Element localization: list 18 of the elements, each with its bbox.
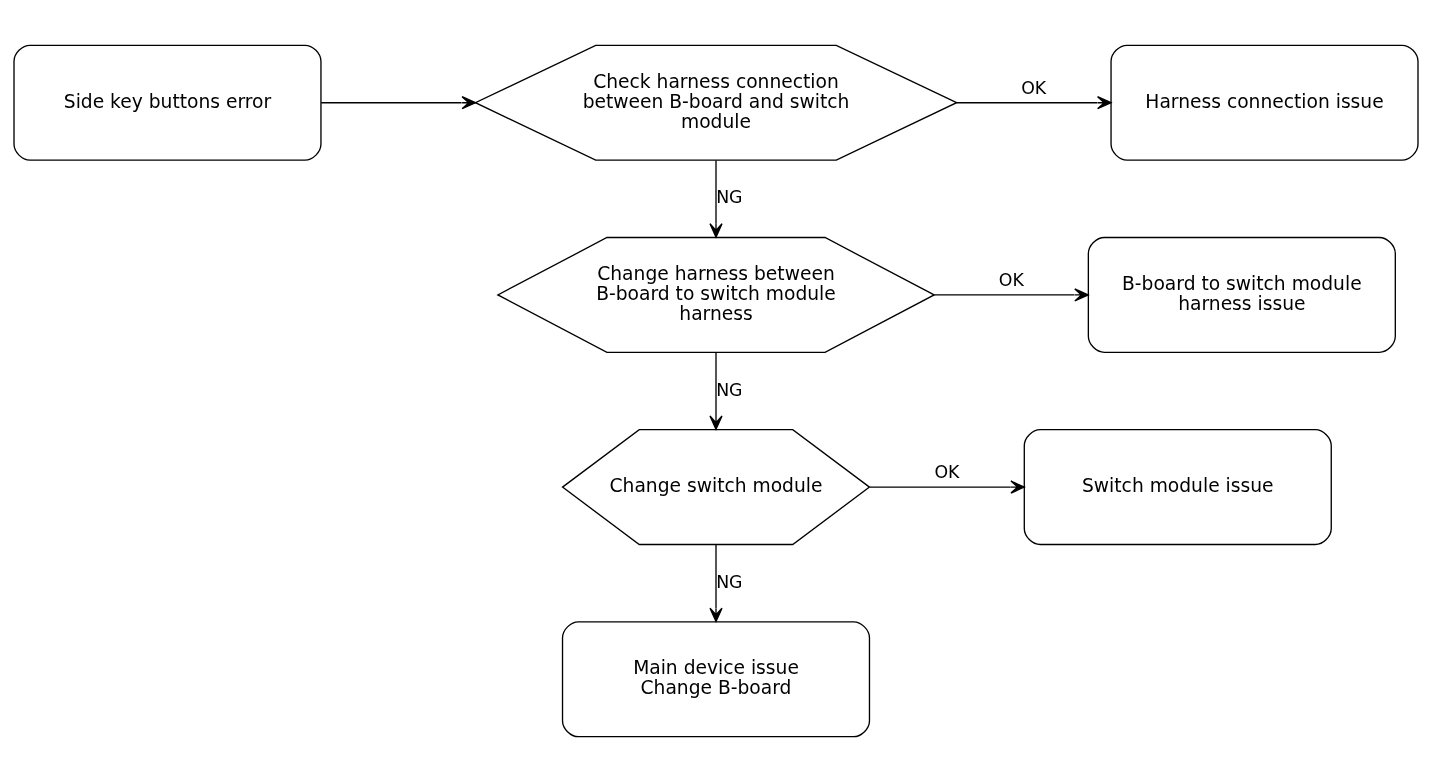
edge-label: OK — [1021, 77, 1047, 98]
edge-label: OK — [934, 461, 960, 482]
node-box: Harness connection issue — [1110, 44, 1419, 161]
edge-label: NG — [716, 186, 743, 207]
arrow — [709, 351, 723, 430]
arrow — [320, 95, 477, 109]
node-box: B-board to switch module harness issue — [1087, 236, 1396, 353]
arrow — [869, 479, 1025, 494]
edge-label: OK — [998, 269, 1024, 290]
arrow — [709, 159, 723, 238]
edge-label: NG — [716, 571, 743, 592]
arrow — [709, 543, 723, 622]
node-box: Side key buttons error — [13, 44, 322, 161]
arrow — [955, 95, 1112, 109]
arrow — [933, 287, 1089, 302]
edge-label: NG — [716, 379, 743, 400]
node-box: Main device issue Change B-board — [561, 620, 871, 737]
node-box: Switch module issue — [1023, 428, 1332, 545]
